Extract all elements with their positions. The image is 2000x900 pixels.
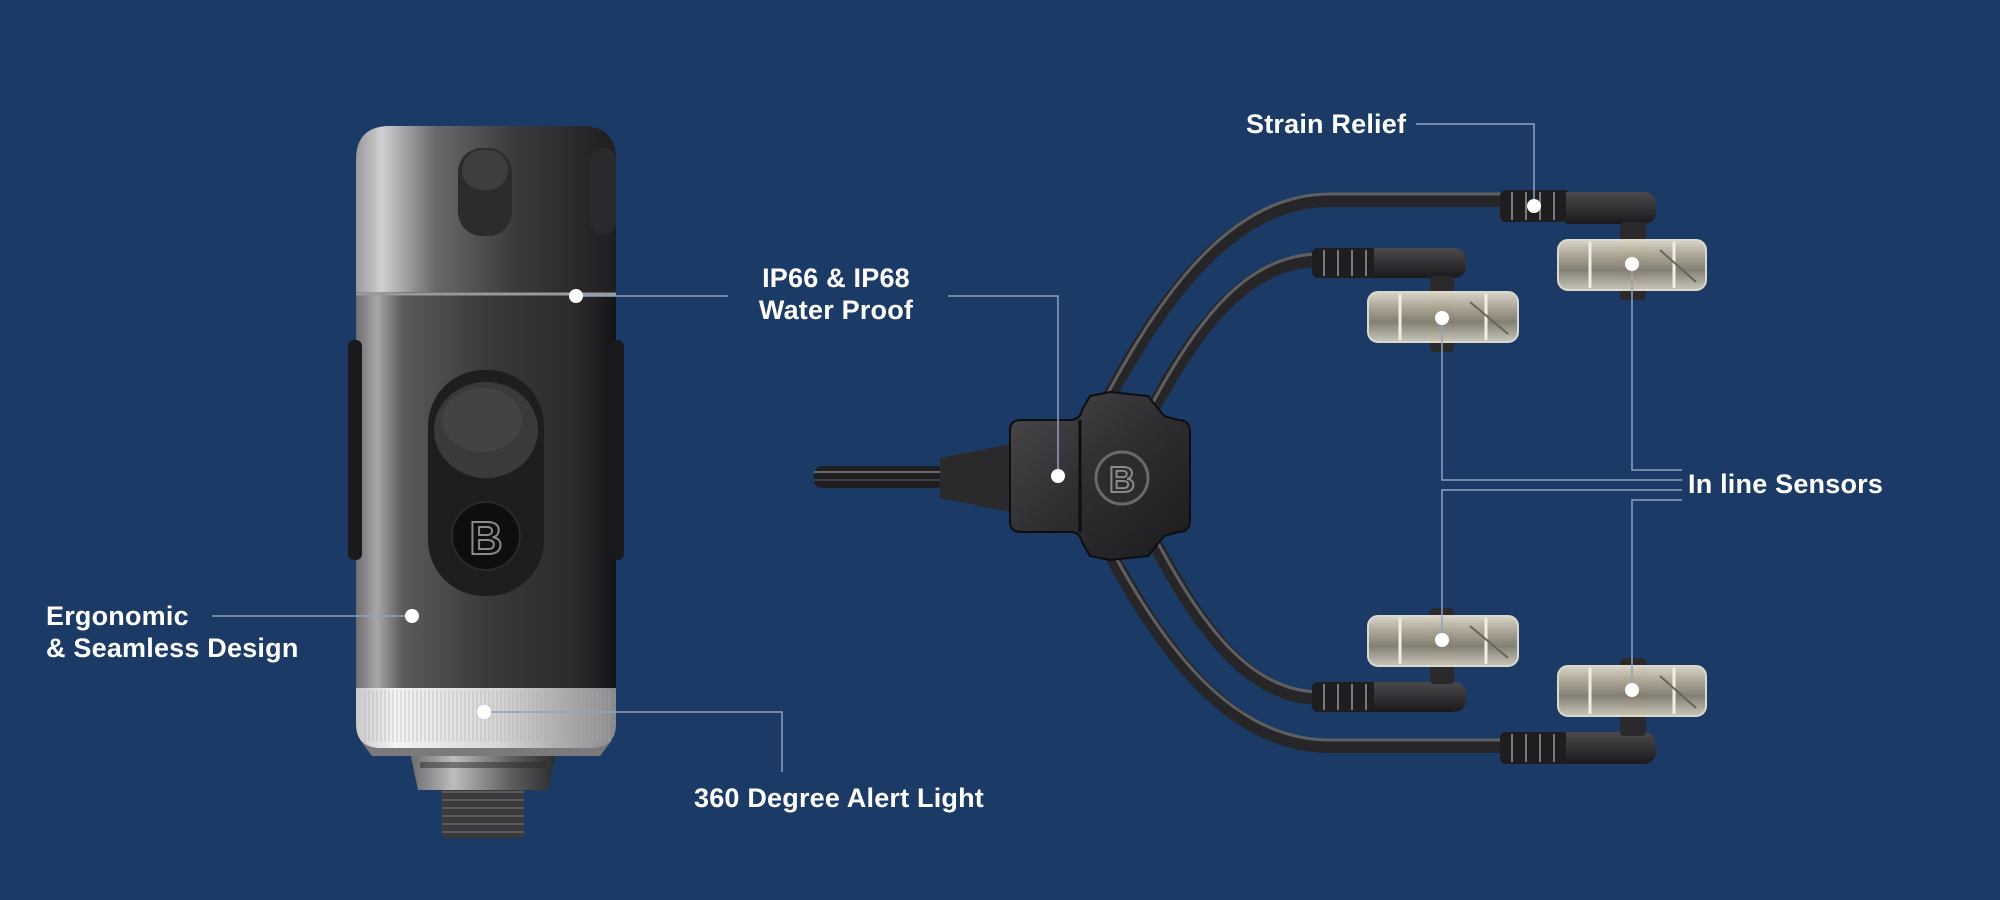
cap-notch-right <box>590 148 616 234</box>
leader-alert-light <box>484 711 783 772</box>
callout-alert-light-text: 360 Degree Alert Light <box>694 783 984 813</box>
left-side-grip <box>348 340 362 560</box>
stem-threads <box>442 791 524 833</box>
callout-ergonomic: Ergonomic & Seamless Design <box>46 600 299 664</box>
callout-sensors: In line Sensors <box>1688 468 1883 500</box>
hub-logo-badge <box>1094 450 1150 506</box>
callout-alert-light: 360 Degree Alert Light <box>694 782 984 814</box>
callout-strain-relief-text: Strain Relief <box>1246 109 1407 139</box>
hub-logo-letter: B <box>1109 459 1135 500</box>
callout-waterproof-line2: Water Proof <box>758 295 914 325</box>
callout-dots <box>405 199 1639 719</box>
leader-sensor-br <box>1631 499 1682 690</box>
dot-sensor-br <box>1625 683 1639 697</box>
dot-sensor-tr <box>1625 257 1639 271</box>
y-splitter-cable-harness: B <box>814 190 1707 764</box>
main-cable <box>814 466 944 488</box>
leader-sensor-bl <box>1441 489 1682 640</box>
dot-sensor-bl <box>1435 633 1449 647</box>
leader-waterproof-harness <box>948 295 1059 476</box>
dot-ergonomic <box>405 609 419 623</box>
callout-strain-relief: Strain Relief <box>1246 108 1406 140</box>
branch-cables <box>1093 193 1513 753</box>
dot-sensor-tl <box>1435 311 1449 325</box>
leader-strain-relief <box>1416 123 1535 206</box>
dot-alert-light <box>477 705 491 719</box>
right-side-grip <box>610 340 624 560</box>
callout-ergonomic-line2: & Seamless Design <box>46 633 299 663</box>
brand-logo-letter: B <box>469 512 502 564</box>
hex-nut <box>410 752 556 790</box>
leader-sensor-tl <box>1441 316 1682 481</box>
brand-logo-badge <box>451 501 521 571</box>
callout-ergonomic-line1: Ergonomic <box>46 601 189 631</box>
leader-sensor-tr <box>1631 262 1682 471</box>
threaded-stem <box>442 782 524 838</box>
dot-strain-relief <box>1527 199 1541 213</box>
callout-leader-lines <box>212 123 1682 772</box>
callout-waterproof: IP66 & IP68 Water Proof <box>736 262 936 326</box>
callout-waterproof-line1: IP66 & IP68 <box>762 263 910 293</box>
dot-waterproof-device <box>569 289 583 303</box>
dot-waterproof-harness <box>1051 469 1065 483</box>
sensor-hub-device: B <box>348 126 624 838</box>
callout-sensors-text: In line Sensors <box>1688 469 1884 499</box>
